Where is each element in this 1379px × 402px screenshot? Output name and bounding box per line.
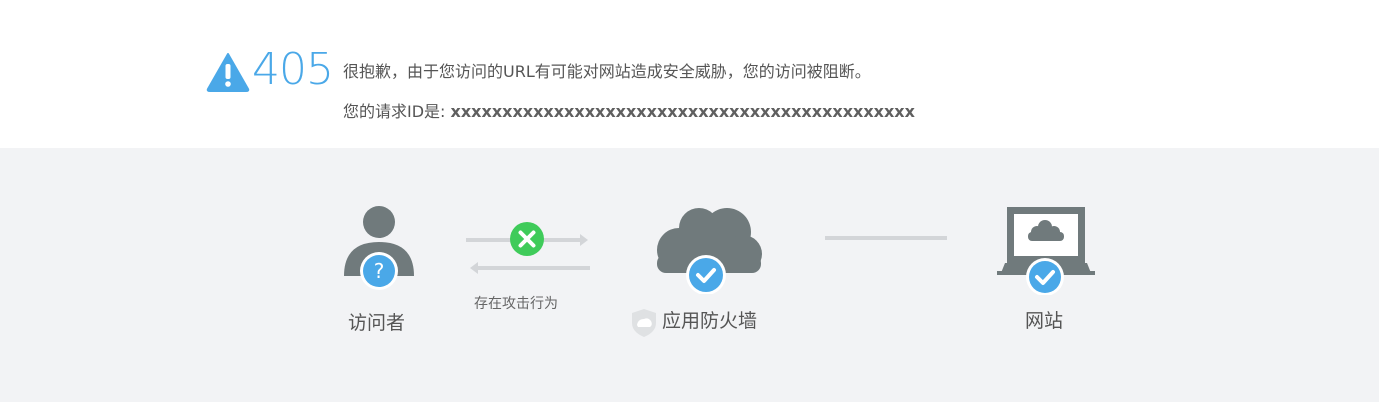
error-header: 405 很抱歉，由于您访问的URL有可能对网站造成安全威胁，您的访问被阻断。 您… [0, 0, 1379, 148]
warning-triangle-icon [206, 52, 250, 92]
block-message: 很抱歉，由于您访问的URL有可能对网站造成安全威胁，您的访问被阻断。 [343, 62, 871, 81]
svg-text:?: ? [374, 259, 385, 283]
blocked-arrows [464, 222, 594, 274]
visitor-node: ? [342, 204, 416, 290]
firewall-label: 应用防火墙 [662, 310, 758, 332]
user-icon: ? [344, 206, 414, 290]
block-diagram: ? 访问者 存在攻击行为 [0, 148, 1379, 402]
website-node [997, 205, 1095, 295]
request-id-line: 您的请求ID是: xxxxxxxxxxxxxxxxxxxxxxxxxxxxxxx… [343, 100, 915, 124]
cloud-icon [657, 208, 762, 294]
visitor-label: 访问者 [348, 312, 406, 334]
connection-line [825, 236, 949, 240]
request-id-label: 您的请求ID是: [343, 102, 451, 121]
x-circle-icon [510, 222, 544, 256]
website-label: 网站 [1025, 310, 1064, 332]
request-id-value: xxxxxxxxxxxxxxxxxxxxxxxxxxxxxxxxxxxxxxxx… [450, 102, 915, 121]
question-badge-icon: ? [360, 252, 398, 290]
check-badge-icon [1026, 258, 1064, 295]
check-badge-icon [686, 255, 726, 294]
laptop-icon [997, 207, 1095, 295]
attack-label: 存在攻击行为 [474, 296, 558, 312]
shield-icon [630, 308, 658, 338]
error-code: 405 [252, 44, 334, 95]
firewall-node [651, 204, 765, 294]
